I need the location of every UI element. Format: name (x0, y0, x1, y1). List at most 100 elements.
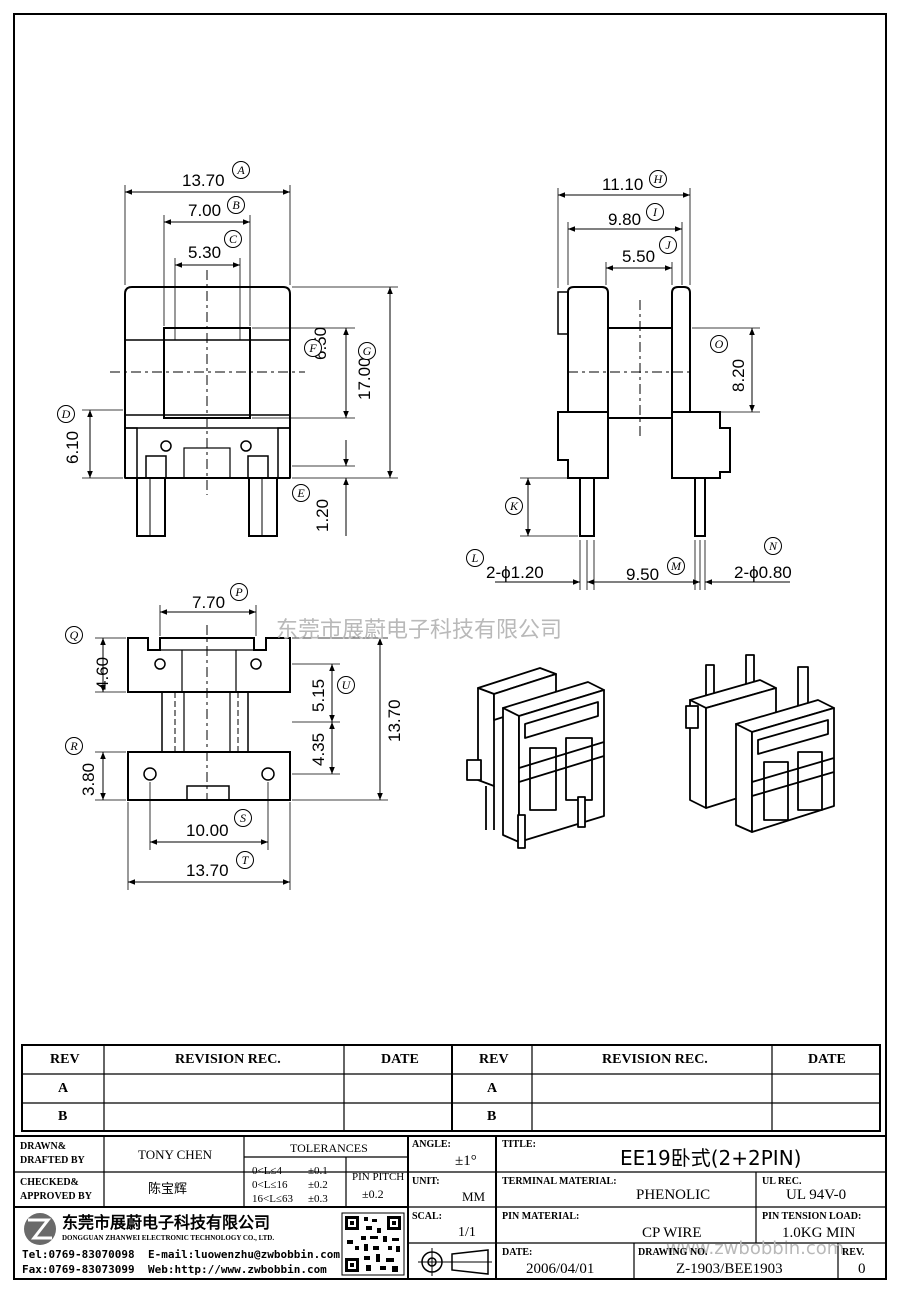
company-name-cn: 东莞市展蔚电子科技有限公司 (62, 1213, 271, 1232)
dim-bottom-width: 13.70 (186, 861, 229, 880)
rev-row-a-right: A (487, 1081, 498, 1096)
qr-code (341, 1212, 405, 1276)
date-label: DATE: (502, 1247, 533, 1258)
rev-row-b-right: B (487, 1109, 497, 1124)
dim-side-height: 8.20 (729, 358, 748, 392)
pin-tension-value: 1.0KG MIN (782, 1225, 856, 1241)
title-value: EE19卧式(2+2PIN) (620, 1146, 802, 1170)
dim-side-pin-dia-small: 2-ϕ0.80 (734, 563, 792, 582)
dim-side-width: 11.10 (602, 175, 644, 194)
dim-front-total-height: 17.00 (355, 357, 374, 400)
front-view (82, 185, 398, 537)
tolerance-value-3: ±0.3 (308, 1193, 328, 1205)
ref-bubble-o: O (710, 335, 728, 353)
dim-side-pin-pitch: 9.50 (626, 565, 660, 584)
rev-value: 0 (858, 1261, 866, 1277)
drawing-no-label: DRAWING NO. (638, 1247, 708, 1258)
bottom-view (95, 605, 388, 890)
company-fax: Fax:0769-83073099 (22, 1263, 135, 1276)
ref-bubble-j: J (659, 236, 677, 254)
side-view (495, 188, 790, 590)
ref-bubble-q: Q (65, 626, 83, 644)
rev-header-record-1: REVISION REC. (175, 1052, 281, 1067)
ref-bubble-h: H (649, 170, 667, 188)
company-web: Web:http://www.zwbobbin.com (148, 1263, 327, 1276)
drawn-by-value: TONY CHEN (138, 1147, 213, 1162)
unit-value: MM (462, 1189, 486, 1204)
dim-front-width: 13.70 (182, 171, 225, 190)
ref-bubble-p: P (230, 583, 248, 601)
ref-bubble-n: N (764, 537, 782, 555)
company-tel: Tel:0769-83070098 (22, 1248, 135, 1261)
ref-bubble-c: C (224, 230, 242, 248)
company-email: E-mail:luowenzhu@zwbobbin.com (148, 1248, 341, 1261)
ref-bubble-b: B (227, 196, 245, 214)
rev-header-rev-2: REV (479, 1052, 509, 1067)
scale-value: 1/1 (458, 1225, 476, 1240)
watermark-url: www.zwbobbin.com (666, 1238, 845, 1259)
ref-bubble-a: A (232, 161, 250, 179)
title-label: TITLE: (502, 1139, 536, 1150)
ref-bubble-i: I (646, 203, 664, 221)
ref-bubble-d: D (57, 405, 75, 423)
ref-bubble-s: S (234, 809, 252, 827)
tolerance-value-2: ±0.2 (308, 1179, 328, 1191)
ref-bubble-l: L (466, 549, 484, 567)
pin-pitch-label: PIN PITCH (352, 1171, 405, 1183)
dim-bottom-pin-spacing: 7.70 (192, 593, 226, 612)
ref-bubble-m: M (667, 557, 685, 575)
drawn-label-line2: DRAFTED BY (20, 1155, 85, 1166)
angle-value: ±1° (455, 1153, 477, 1169)
ref-bubble-k: K (505, 497, 523, 515)
checked-by-value: 陈宝辉 (148, 1182, 188, 1197)
drawing-no-value: Z-1903/BEE1903 (676, 1261, 783, 1277)
tolerance-value-1: ±0.1 (308, 1165, 328, 1177)
tolerance-range-2: 0<L≤16 (252, 1179, 288, 1191)
terminal-material-value: PHENOLIC (636, 1187, 711, 1203)
date-value: 2006/04/01 (526, 1261, 595, 1277)
scale-label: SCAL: (412, 1211, 443, 1222)
terminal-material-label: TERMINAL MATERIAL: (502, 1176, 617, 1187)
drawn-label-line1: DRAWN& (20, 1141, 67, 1152)
ref-bubble-f: F (304, 339, 322, 357)
dim-bottom-top-flange: 4.60 (93, 656, 112, 690)
dim-side-inner: 9.80 (608, 210, 642, 229)
dim-bottom-bottom-flange: 3.80 (79, 762, 98, 796)
ref-bubble-r: R (65, 737, 83, 755)
rev-header-date-1: DATE (381, 1052, 419, 1067)
watermark-company: 东莞市展蔚电子科技有限公司 (276, 618, 563, 643)
ul-rec-value: UL 94V-0 (786, 1187, 847, 1203)
angle-label: ANGLE: (412, 1139, 451, 1150)
pin-material-label: PIN MATERIAL: (502, 1211, 580, 1222)
dim-front-core-inner: 5.30 (188, 243, 222, 262)
ul-rec-label: UL REC. (762, 1176, 802, 1187)
company-logo (24, 1213, 56, 1245)
dim-bottom-lower-span: 4.35 (309, 732, 328, 766)
revision-table (21, 1044, 881, 1132)
rev-label: REV. (842, 1247, 865, 1258)
rev-header-rev-1: REV (50, 1052, 80, 1067)
rev-row-a-left: A (58, 1081, 69, 1096)
pin-pitch-value: ±0.2 (362, 1187, 384, 1201)
company-name-en: DONGGUAN ZHANWEI ELECTRONIC TECHNOLOGY C… (62, 1234, 275, 1242)
dim-front-base-height: 6.10 (63, 430, 82, 464)
isometric-view-left (466, 667, 605, 849)
ref-bubble-e: E (292, 484, 310, 502)
dim-front-pin-step: 1.20 (313, 498, 332, 532)
pin-material-value: CP WIRE (642, 1225, 702, 1241)
rev-header-record-2: REVISION REC. (602, 1052, 708, 1067)
ref-bubble-t: T (236, 851, 254, 869)
tolerance-range-3: 16<L≤63 (252, 1193, 293, 1205)
isometric-view-right (685, 654, 835, 833)
dim-side-pin-dia-large: 2-ϕ1.20 (486, 563, 544, 582)
rev-row-b-left: B (58, 1109, 68, 1124)
dim-bottom-upper-span: 5.15 (309, 678, 328, 712)
rev-header-date-2: DATE (808, 1052, 846, 1067)
ref-bubble-u: U (337, 676, 355, 694)
tolerances-label: TOLERANCES (290, 1141, 368, 1155)
checked-label-line1: CHECKED& (20, 1177, 79, 1188)
tolerance-range-1: 0<L≤4 (252, 1165, 282, 1177)
dim-side-core: 5.50 (622, 247, 656, 266)
dim-front-core-outer: 7.00 (188, 201, 222, 220)
